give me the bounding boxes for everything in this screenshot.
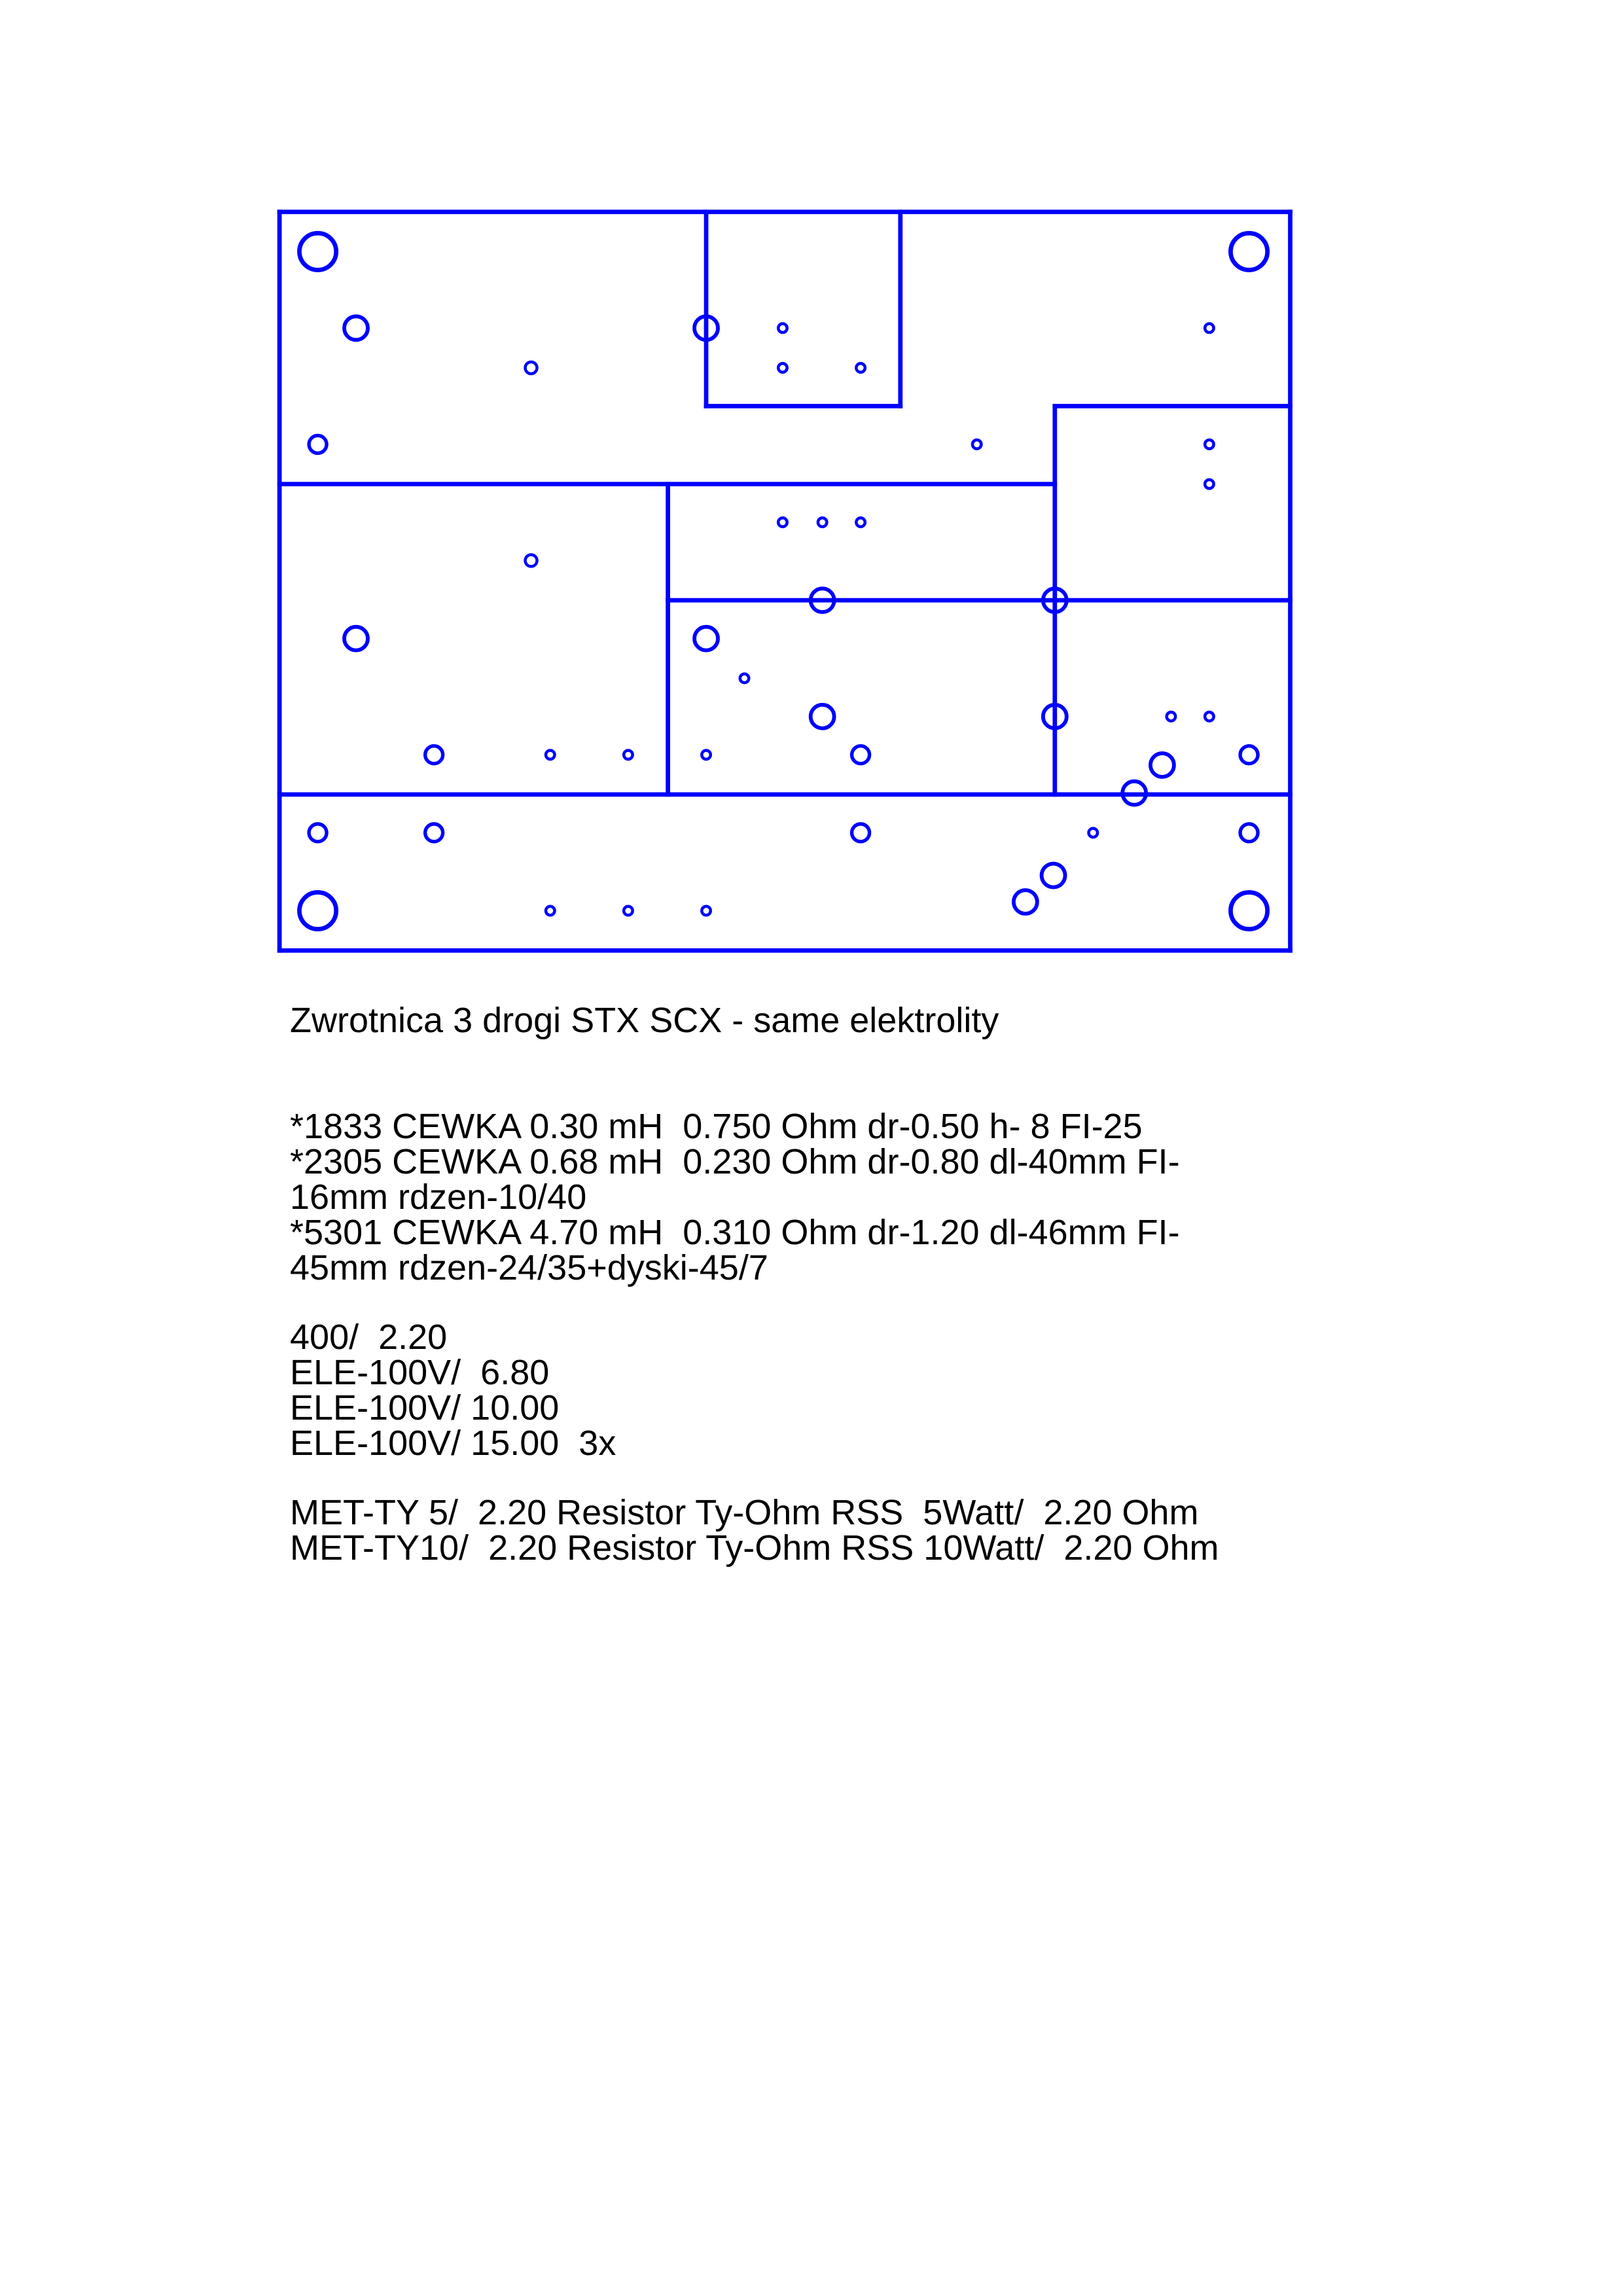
large-pad: [342, 624, 370, 653]
medium-pad: [849, 744, 872, 766]
coil-list: *1833 CEWKA 0.30 mH 0.750 Ohm dr-0.50 h-…: [290, 1109, 1180, 1285]
capacitor-line: 400/ 2.20: [290, 1318, 448, 1357]
tiny-pad: [776, 516, 789, 529]
resistor-line: MET-TY 5/ 2.20 Resistor Ty-Ohm RSS 5Watt…: [290, 1493, 1199, 1532]
large-pad: [342, 314, 370, 342]
tiny-pad: [1203, 322, 1215, 334]
medium-pad: [307, 433, 329, 456]
large-pad: [692, 624, 720, 653]
tiny-pad: [776, 362, 789, 374]
tiny-pad: [1165, 710, 1177, 723]
large-pad: [808, 702, 836, 730]
medium-pad: [423, 822, 445, 844]
tiny-pad: [544, 749, 556, 761]
mounting-hole: [297, 890, 339, 931]
coil-line: *5301 CEWKA 4.70 mH 0.310 Ohm dr-1.20 dl…: [290, 1213, 1180, 1252]
resistor-list: MET-TY 5/ 2.20 Resistor Ty-Ohm RSS 5Watt…: [290, 1495, 1219, 1566]
large-pad: [1041, 702, 1069, 730]
tiny-pad: [700, 749, 713, 761]
tiny-pad: [738, 672, 751, 685]
capacitor-line: ELE-100V/ 6.80: [290, 1353, 550, 1392]
coil-line: *1833 CEWKA 0.30 mH 0.750 Ohm dr-0.50 h-…: [290, 1107, 1143, 1146]
capacitor-line: ELE-100V/ 15.00 3x: [290, 1424, 616, 1463]
large-pad: [1039, 861, 1067, 889]
mounting-hole: [297, 230, 339, 272]
tiny-pad: [776, 322, 789, 334]
large-pad: [1120, 779, 1149, 807]
tiny-pad: [1203, 710, 1215, 723]
tiny-pad: [622, 905, 634, 917]
tiny-pad: [855, 362, 867, 374]
small-pad: [524, 553, 539, 568]
tiny-pad: [622, 749, 634, 761]
large-pad: [692, 314, 720, 342]
large-pad: [808, 586, 836, 615]
medium-pad: [1238, 822, 1260, 844]
medium-pad: [423, 744, 445, 766]
small-pad: [524, 360, 539, 376]
large-pad: [1041, 586, 1069, 615]
medium-pad: [849, 822, 872, 844]
mounting-hole: [1228, 890, 1270, 931]
medium-pad: [307, 822, 329, 844]
tiny-pad: [855, 516, 867, 529]
tiny-pad: [816, 516, 829, 529]
tiny-pad: [700, 905, 713, 917]
coil-line: 45mm rdzen-24/35+dyski-45/7: [290, 1248, 768, 1287]
title-text: Zwrotnica 3 drogi STX SCX - same elektro…: [290, 1001, 999, 1040]
coil-line: *2305 CEWKA 0.68 mH 0.230 Ohm dr-0.80 dl…: [290, 1142, 1180, 1181]
tiny-pad: [1087, 827, 1099, 839]
large-pad: [1011, 888, 1039, 916]
mounting-hole: [1228, 230, 1270, 272]
tiny-pad: [1203, 438, 1215, 450]
resistor-line: MET-TY10/ 2.20 Resistor Ty-Ohm RSS 10Wat…: [290, 1528, 1219, 1568]
tiny-pad: [971, 438, 983, 450]
capacitor-line: ELE-100V/ 10.00: [290, 1388, 560, 1427]
medium-pad: [1238, 744, 1260, 766]
tiny-pad: [544, 905, 556, 917]
tiny-pad: [1203, 478, 1215, 490]
coil-line: 16mm rdzen-10/40: [290, 1177, 587, 1217]
large-pad: [1149, 751, 1176, 779]
drawing-title: Zwrotnica 3 drogi STX SCX - same elektro…: [290, 1003, 999, 1038]
